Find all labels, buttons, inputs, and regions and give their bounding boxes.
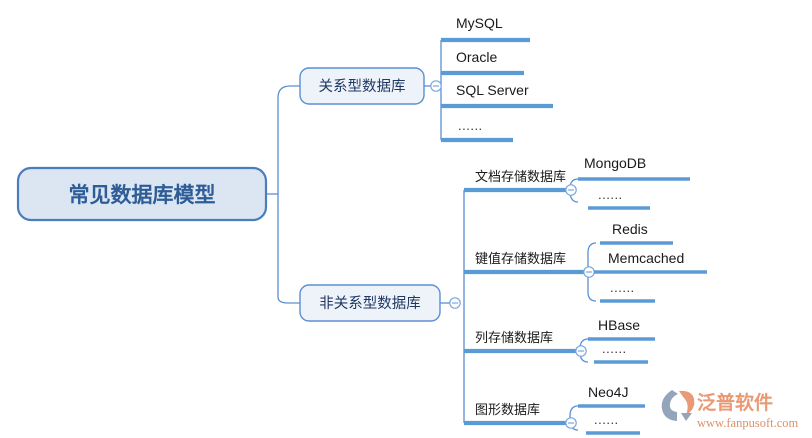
branch-non-relational-box[interactable] (299, 284, 441, 322)
connector-to-non-relational (277, 296, 300, 304)
collapse-minus-icon[interactable] (583, 266, 595, 278)
leaf-label: MongoDB (584, 155, 646, 171)
branch-relational-box[interactable] (299, 67, 425, 105)
leaf-label: Neo4J (588, 384, 628, 400)
list-item[interactable]: Neo4J (578, 384, 645, 408)
subbranch-label: 图形数据库 (475, 402, 540, 417)
collapse-minus-icon[interactable] (430, 80, 442, 92)
fanpu-leaf-logo-icon (661, 390, 695, 421)
root-node[interactable]: 常见数据库模型 (16, 166, 268, 222)
branch-relational-label: 关系型数据库 (319, 78, 406, 95)
list-item[interactable]: ...... (594, 341, 648, 364)
relational-leaf-list: MySQL Oracle SQL Server ...... (441, 15, 553, 143)
branch-non-relational[interactable]: 非关系型数据库 (299, 284, 461, 322)
subbranch-label: 键值存储数据库 (475, 251, 566, 266)
leaf-label: MySQL (456, 15, 503, 31)
list-item[interactable]: HBase (588, 317, 655, 341)
logo-inner-leaf (679, 390, 695, 415)
logo-base-wedge (681, 413, 692, 421)
list-item[interactable]: ...... (586, 412, 640, 435)
subbranch-document-store[interactable]: 文档存储数据库 MongoDB ...... (464, 155, 690, 210)
watermark-brand: 泛普软件 (697, 391, 773, 414)
list-item[interactable]: MySQL (441, 15, 530, 43)
leaf-label: Memcached (608, 250, 684, 266)
subbranch-label: 列存储数据库 (475, 330, 553, 345)
leaf-label: ...... (610, 280, 635, 295)
leaf-label: SQL Server (456, 82, 529, 98)
watermark: 泛普软件 www.fanpusoft.com (661, 390, 799, 430)
collapse-minus-icon[interactable] (575, 345, 587, 357)
list-item[interactable]: ...... (441, 118, 513, 143)
collapse-minus-icon[interactable] (565, 417, 577, 429)
subbranch-column-store[interactable]: 列存储数据库 HBase ...... (464, 317, 655, 364)
list-item[interactable]: Oracle (441, 49, 524, 76)
leaf-label: ...... (594, 412, 619, 427)
branch-relational[interactable]: 关系型数据库 (299, 67, 442, 105)
list-item[interactable]: ...... (588, 187, 650, 210)
list-item[interactable]: Redis (600, 221, 673, 245)
collapse-minus-icon[interactable] (565, 184, 577, 196)
subbranch-label: 文档存储数据库 (475, 169, 566, 184)
leaf-label: ...... (458, 118, 483, 133)
watermark-url: www.fanpusoft.com (697, 416, 799, 430)
list-item[interactable]: Memcached (594, 250, 707, 274)
list-item[interactable]: ...... (600, 280, 655, 303)
list-item[interactable]: MongoDB (578, 155, 690, 181)
subbranch-key-value-store[interactable]: 键值存储数据库 Redis Memcached ...... (464, 221, 707, 303)
leaf-label: ...... (602, 341, 627, 356)
connector-to-relational (277, 85, 300, 99)
root-node-box[interactable] (16, 166, 268, 222)
logo-outer-swoosh (661, 390, 678, 421)
leaf-label: HBase (598, 317, 640, 333)
root-node-label: 常见数据库模型 (69, 183, 216, 207)
leaf-label: Oracle (456, 49, 497, 65)
leaf-label: ...... (598, 187, 623, 202)
branch-non-relational-label: 非关系型数据库 (319, 295, 421, 312)
subbranch-graph-store[interactable]: 图形数据库 Neo4J ...... (464, 384, 645, 435)
leaf-label: Redis (612, 221, 648, 237)
list-item[interactable]: SQL Server (441, 82, 553, 109)
collapse-minus-icon[interactable] (449, 297, 461, 309)
